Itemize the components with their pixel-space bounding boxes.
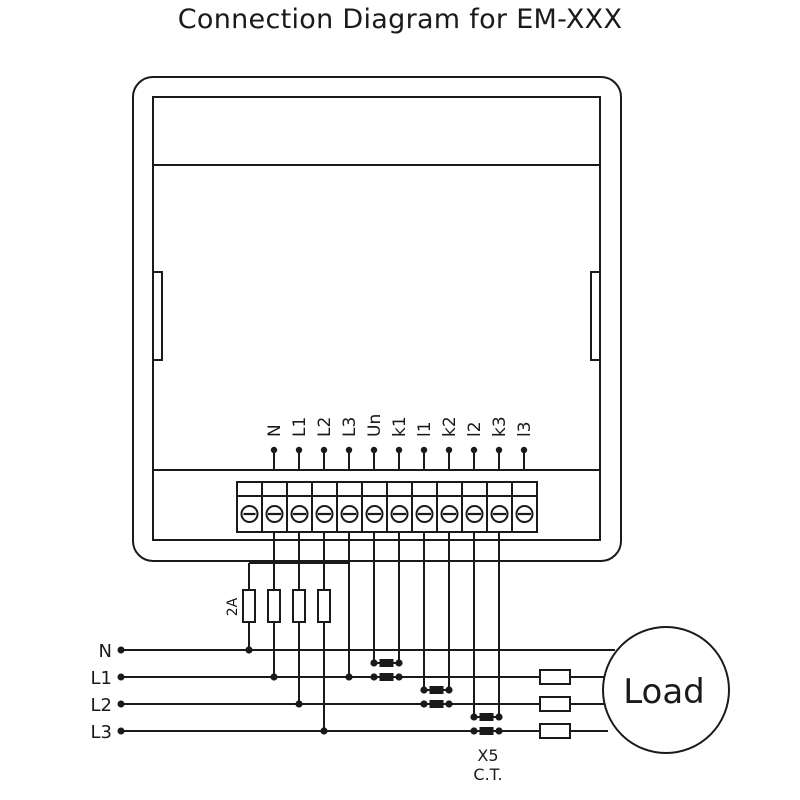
terminal-label: l2	[465, 421, 485, 437]
terminal-pin	[445, 446, 453, 454]
terminal-pin	[395, 446, 403, 454]
terminal-label: l3	[515, 421, 535, 437]
junction-dot	[495, 727, 503, 735]
voltage-fuse	[292, 589, 306, 623]
load-fuse	[539, 723, 571, 739]
terminal-label: k2	[440, 416, 460, 437]
terminal-pin	[370, 446, 378, 454]
terminal-label: l1	[415, 421, 435, 437]
current-transformer	[379, 659, 394, 667]
field-wiring	[242, 532, 503, 735]
terminal-screw	[411, 481, 438, 533]
current-transformer	[429, 686, 444, 694]
current-transformer	[479, 713, 494, 721]
terminal-screw	[486, 481, 513, 533]
current-transformer-core	[479, 727, 494, 735]
terminal-pin	[420, 446, 428, 454]
terminal-pin	[295, 446, 303, 454]
junction-dot	[370, 673, 378, 681]
terminal-pin	[345, 446, 353, 454]
junction-dot	[470, 727, 478, 735]
junction-dot	[420, 700, 428, 708]
terminal-screw	[361, 481, 388, 533]
load: Load	[602, 626, 730, 754]
line-label: L3	[91, 722, 112, 743]
terminal-label: Un	[365, 414, 385, 437]
fuse-rating-label: 2A	[225, 597, 241, 616]
voltage-fuse	[317, 589, 331, 623]
ct-label: C.T.	[473, 765, 502, 784]
current-transformer-core	[379, 673, 394, 681]
terminal-screw	[336, 481, 363, 533]
terminal-label: L2	[315, 417, 335, 437]
terminal-label: L3	[340, 417, 360, 437]
terminal-pin	[270, 446, 278, 454]
load-label: Load	[623, 672, 705, 712]
junction-dot	[345, 673, 353, 681]
terminal-screw	[461, 481, 488, 533]
terminal-label: k3	[490, 416, 510, 437]
terminal-screw	[286, 481, 313, 533]
terminal-label: N	[265, 424, 285, 437]
line-label: L1	[91, 668, 112, 689]
load-fuse	[539, 669, 571, 685]
terminal-label: L1	[290, 417, 310, 437]
line-label: L2	[91, 695, 112, 716]
diagram-title: Connection Diagram for EM-XXX	[177, 4, 623, 35]
terminal-screw	[311, 481, 338, 533]
terminal-pin	[320, 446, 328, 454]
terminal-screw	[386, 481, 413, 533]
ct-ratio-label: X5	[477, 746, 498, 765]
terminal-screw	[261, 481, 288, 533]
current-transformer-core	[429, 700, 444, 708]
terminal-pin	[520, 446, 528, 454]
junction-dot	[320, 727, 328, 735]
load-fuse	[539, 696, 571, 712]
terminal-label: k1	[390, 416, 410, 437]
line-label: N	[99, 641, 112, 662]
terminal-block	[236, 481, 538, 533]
junction-dot	[245, 646, 253, 654]
terminal-pin	[495, 446, 503, 454]
junction-dot	[295, 700, 303, 708]
junction-dot	[395, 673, 403, 681]
terminal-screw	[436, 481, 463, 533]
junction-dot	[270, 673, 278, 681]
voltage-fuse	[242, 589, 256, 623]
voltage-fuse	[267, 589, 281, 623]
meter-housing	[132, 76, 622, 562]
junction-dot	[445, 700, 453, 708]
terminal-screw	[511, 481, 538, 533]
terminal-pin	[470, 446, 478, 454]
